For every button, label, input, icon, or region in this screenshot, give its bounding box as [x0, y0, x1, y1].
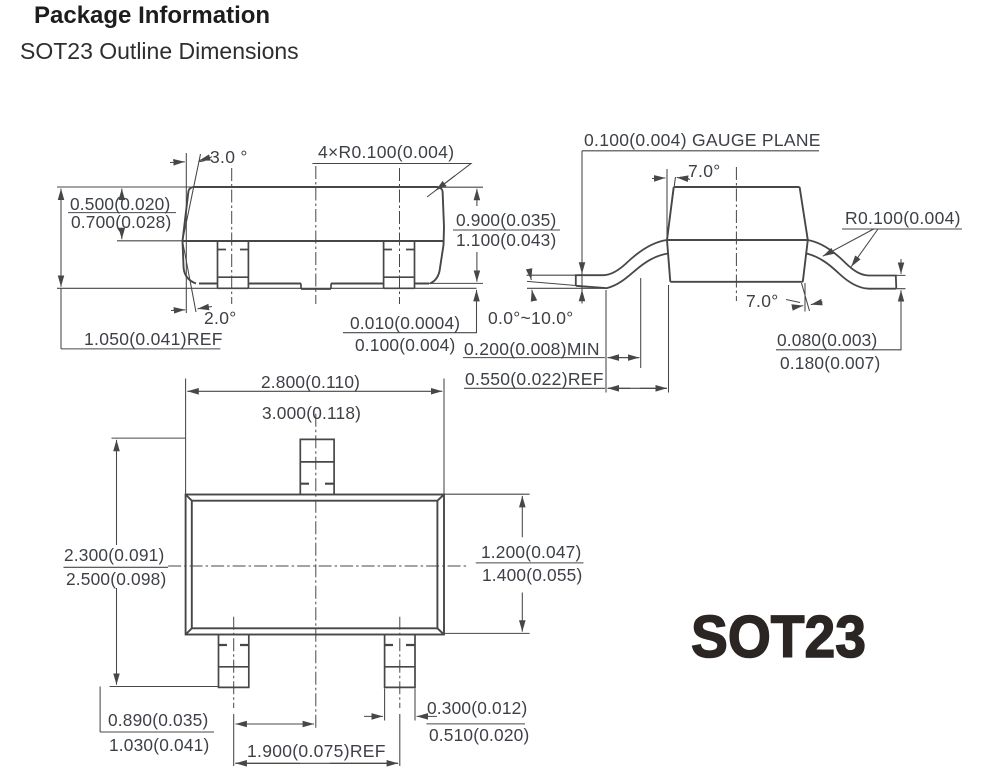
- side-angle-bottom-label: 7.0°: [746, 291, 779, 311]
- package-name: SOT23: [691, 604, 866, 670]
- side-lead-thickness-min-label: 0.080(0.003): [777, 330, 877, 350]
- top-view: [63, 378, 584, 767]
- top-body-width-max-label: 3.000(0.118): [262, 403, 361, 423]
- side-lead-thickness-max-label: 0.180(0.007): [780, 353, 880, 373]
- front-shoulder-min-label: 0.500(0.020): [70, 194, 170, 214]
- front-standoff-max-label: 0.100(0.004): [355, 335, 455, 355]
- top-body-length-max-label: 1.400(0.055): [482, 565, 582, 585]
- front-standoff-min-label: 0.010(0.0004): [350, 313, 460, 333]
- top-body-width-min-label: 2.800(0.110): [261, 372, 360, 392]
- front-angle-bottom-label: 2.0°: [204, 308, 237, 328]
- front-body-height-min-label: 0.900(0.035): [456, 210, 556, 230]
- top-lead-width-max-label: 0.510(0.020): [429, 725, 529, 745]
- side-foot-angle-label: 0.0°~10.0°: [488, 308, 574, 328]
- dimension-labels: 3.0 ° 4×R0.100(0.004) 0.500(0.020) 0.700…: [64, 130, 961, 761]
- page-subtitle: SOT23 Outline Dimensions: [20, 38, 299, 64]
- side-foot-length-label: 0.200(0.008)MIN: [464, 339, 600, 359]
- side-angle-top-label: 7.0°: [688, 161, 721, 181]
- top-lead-offset-max-label: 1.030(0.041): [109, 735, 209, 755]
- side-gauge-plane-label: 0.100(0.004) GAUGE PLANE: [584, 130, 821, 150]
- top-body-length-min-label: 1.200(0.047): [481, 542, 581, 562]
- front-view: [57, 153, 483, 350]
- front-body-height-max-label: 1.100(0.043): [456, 230, 556, 250]
- front-lead-offset-label: 1.050(0.041)REF: [84, 329, 223, 349]
- side-view: [463, 150, 962, 393]
- front-shoulder-max-label: 0.700(0.028): [71, 212, 171, 232]
- front-angle-top-label: 3.0 °: [210, 147, 248, 167]
- top-lead-pitch-label: 1.900(0.075)REF: [247, 741, 386, 761]
- top-overall-min-label: 2.300(0.091): [64, 545, 164, 565]
- page-title: Package Information: [34, 2, 271, 29]
- front-corner-radius-label: 4×R0.100(0.004): [318, 142, 454, 162]
- top-lead-offset-min-label: 0.890(0.035): [108, 710, 208, 730]
- side-lead-radius-label: R0.100(0.004): [845, 208, 961, 228]
- side-foot-ref-label: 0.550(0.022)REF: [465, 369, 604, 389]
- top-lead-width-min-label: 0.300(0.012): [427, 698, 527, 718]
- top-overall-max-label: 2.500(0.098): [66, 569, 166, 589]
